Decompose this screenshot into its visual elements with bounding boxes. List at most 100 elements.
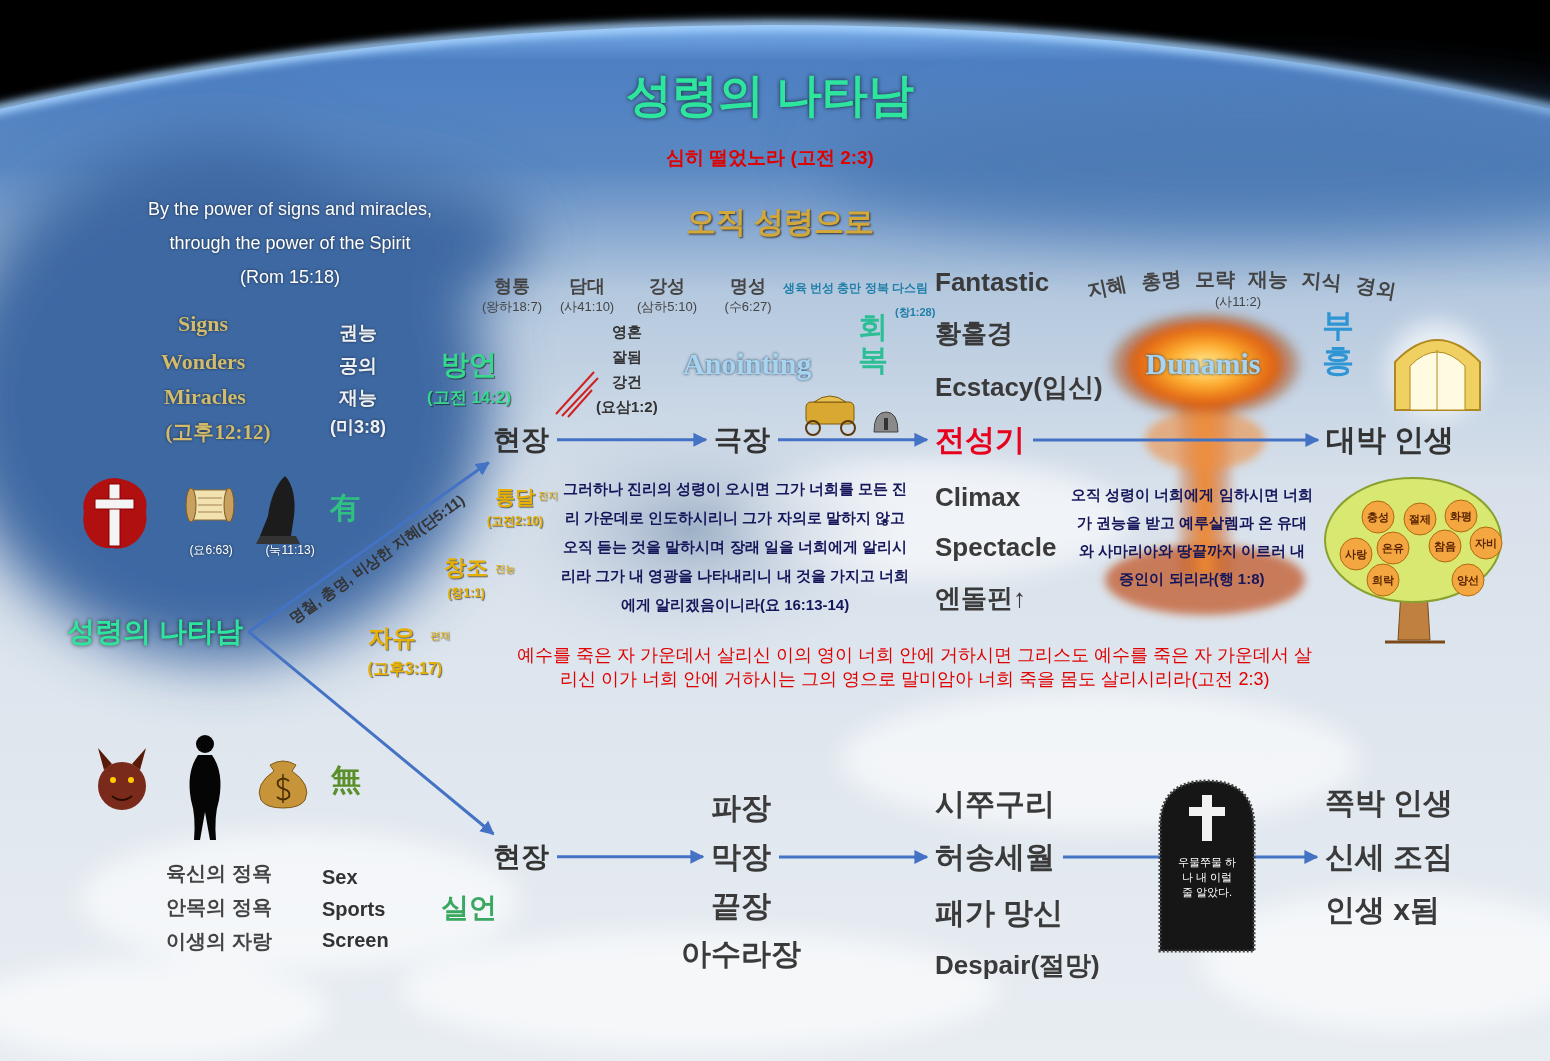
flow-arrow xyxy=(249,632,494,834)
text-label: 심히 떨었노라 (고전 2:3) xyxy=(666,147,874,170)
money-bag xyxy=(282,774,284,803)
flow-node: 현장 xyxy=(493,423,549,457)
text-label: 끝장 xyxy=(711,888,771,924)
text-label: Fantastic xyxy=(935,267,1049,298)
heaven-gate xyxy=(1389,322,1485,418)
scroll xyxy=(198,505,222,506)
text-label: 전능 xyxy=(495,563,515,575)
mushroom-cloud xyxy=(1105,310,1305,420)
heaven-gate xyxy=(1395,340,1480,410)
text-label: Ecstacy(입신) xyxy=(935,372,1103,403)
text-label: (고후12:12) xyxy=(166,420,271,445)
text-label: 시쭈구리 xyxy=(935,786,1055,822)
text-label: 형통 xyxy=(494,276,530,298)
flow-arrow xyxy=(557,438,706,441)
node-text: 막장 xyxy=(711,839,771,875)
text-label: 자유 xyxy=(368,624,416,653)
praying-hands xyxy=(256,536,300,544)
node-text: 우물쭈물 하나 내 이럴 줄 알았다. xyxy=(1175,855,1239,900)
flow-node: 막장 xyxy=(711,839,771,875)
node-text: 현장 xyxy=(493,423,549,457)
text-label: 강건 xyxy=(612,373,642,391)
text-label: Spectacle xyxy=(935,532,1056,563)
text-label: 온유 xyxy=(1382,542,1404,555)
helmet xyxy=(884,418,888,430)
scroll xyxy=(186,488,234,522)
text-label: 방언 xyxy=(441,348,497,382)
ocean-patch xyxy=(0,140,490,660)
text-label: 재능 xyxy=(339,387,377,410)
text-label: 부흥 xyxy=(1322,308,1354,378)
fruit-tree xyxy=(1445,500,1477,532)
text-label: 명성 xyxy=(730,276,766,298)
ocean-patch xyxy=(820,95,1550,235)
flow-node: 성령의 나타남 xyxy=(67,615,243,649)
red-streaks xyxy=(562,378,598,416)
text-label: (삼하5:10) xyxy=(637,299,697,315)
text-label: Despair(절망) xyxy=(935,950,1100,981)
text-label: 지식 xyxy=(1301,267,1343,294)
text-label: Dunamis xyxy=(1146,346,1261,382)
text-label: 편재 xyxy=(430,630,450,642)
node-text: 성령의 나타남 xyxy=(67,615,243,649)
text-label: 생육 번성 충만 정복 다스림 xyxy=(783,281,928,295)
tombstone-cross xyxy=(1202,795,1212,841)
text-label: 육신의 정욕 xyxy=(166,861,272,885)
text-label: (요삼1:2) xyxy=(596,398,658,416)
text-label: 그러하나 진리의 성령이 오시면 그가 너희를 모든 진리 가운데로 인도하시리… xyxy=(558,474,913,619)
text-label: 파장 xyxy=(711,790,771,826)
scroll xyxy=(192,490,228,520)
woman-silhouette xyxy=(190,735,221,840)
text-label: 재능 xyxy=(1248,267,1288,291)
cloud xyxy=(840,690,1360,830)
blood-cross xyxy=(83,478,146,549)
text-label: 아수라장 xyxy=(681,936,801,972)
flow-node: 대박 인생 xyxy=(1326,422,1454,458)
node-text: 허송세월 xyxy=(935,839,1055,875)
text-label: (사41:10) xyxy=(560,299,614,315)
node-text: 현장 xyxy=(493,840,549,874)
golden-carriage xyxy=(814,396,846,402)
text-label: 희락 xyxy=(1372,574,1394,587)
flow-node: 현장 xyxy=(493,840,549,874)
text-label: Wonders xyxy=(161,349,245,375)
node-text: 전성기 xyxy=(935,422,1025,458)
text-label: 창조 xyxy=(444,555,488,581)
tombstone: 우물쭈물 하나 내 이럴 줄 알았다. xyxy=(1152,775,1262,955)
woman-silhouette xyxy=(190,755,221,840)
fruit-tree xyxy=(1340,500,1502,596)
text-label: Sex xyxy=(322,865,358,889)
text-label: (Rom 15:18) xyxy=(240,267,340,289)
text-label: 강성 xyxy=(649,276,685,298)
fruit-tree xyxy=(1340,538,1372,570)
cloud xyxy=(400,930,1000,1050)
text-label: (창1:28) xyxy=(895,306,935,319)
text-label: 담대 xyxy=(569,276,605,298)
golden-carriage xyxy=(806,421,820,435)
text-label: 영혼 xyxy=(612,323,642,341)
heaven-gate xyxy=(1437,350,1438,410)
text-label: (수6:27) xyxy=(725,299,772,315)
flow-node: 극장 xyxy=(714,423,770,457)
text-label: 통달 xyxy=(495,485,535,509)
text-label: 이생의 자랑 xyxy=(166,929,272,953)
fruit-tree xyxy=(1367,564,1399,596)
earth xyxy=(0,25,1550,1061)
heaven-gate xyxy=(1389,322,1485,418)
text-label: 쪽박 인생 xyxy=(1325,785,1453,821)
fruit-tree xyxy=(1377,532,1409,564)
text-label: (눅11:13) xyxy=(266,543,315,557)
text-label: 총명 xyxy=(1140,266,1182,293)
scroll xyxy=(198,498,222,499)
text-label: 모략 xyxy=(1195,267,1235,291)
text-label: 잘됨 xyxy=(612,348,642,366)
text-label: 패가 망신 xyxy=(935,895,1063,931)
cloud xyxy=(0,460,1550,1060)
flow-arrow xyxy=(779,856,927,859)
text-label: 경외 xyxy=(1354,273,1398,304)
blood-cross xyxy=(83,478,146,549)
flow-node: 전성기 xyxy=(935,422,1025,458)
fruit-tree xyxy=(1470,527,1502,559)
tombstone-shape xyxy=(1160,781,1254,951)
